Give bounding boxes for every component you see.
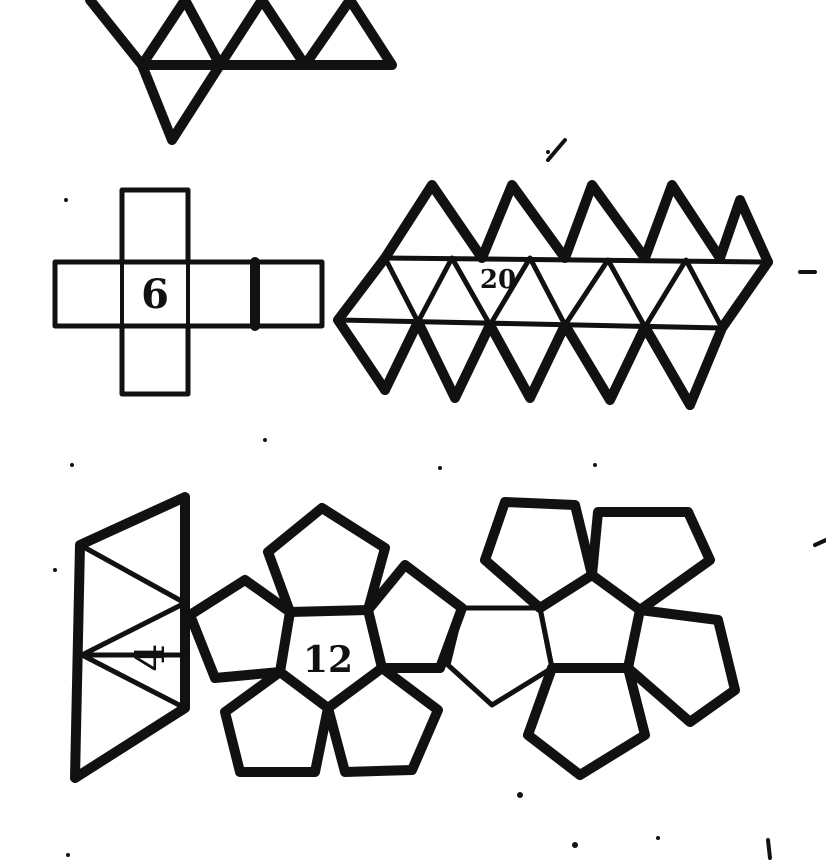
- icosahedron-face-count: 20: [480, 265, 516, 295]
- octahedron-net: [85, 0, 397, 145]
- dodecahedron-face-count: 12: [303, 639, 353, 681]
- tetrahedron-face-count: 4: [127, 644, 174, 672]
- dodecahedron-net: 12: [185, 497, 740, 780]
- cube-net: 6: [52, 187, 325, 397]
- ink-specks: [53, 138, 826, 860]
- icosahedron-net: 20: [333, 180, 773, 410]
- cube-face-count: 6: [141, 271, 169, 318]
- tetrahedron-net: 4: [70, 492, 190, 783]
